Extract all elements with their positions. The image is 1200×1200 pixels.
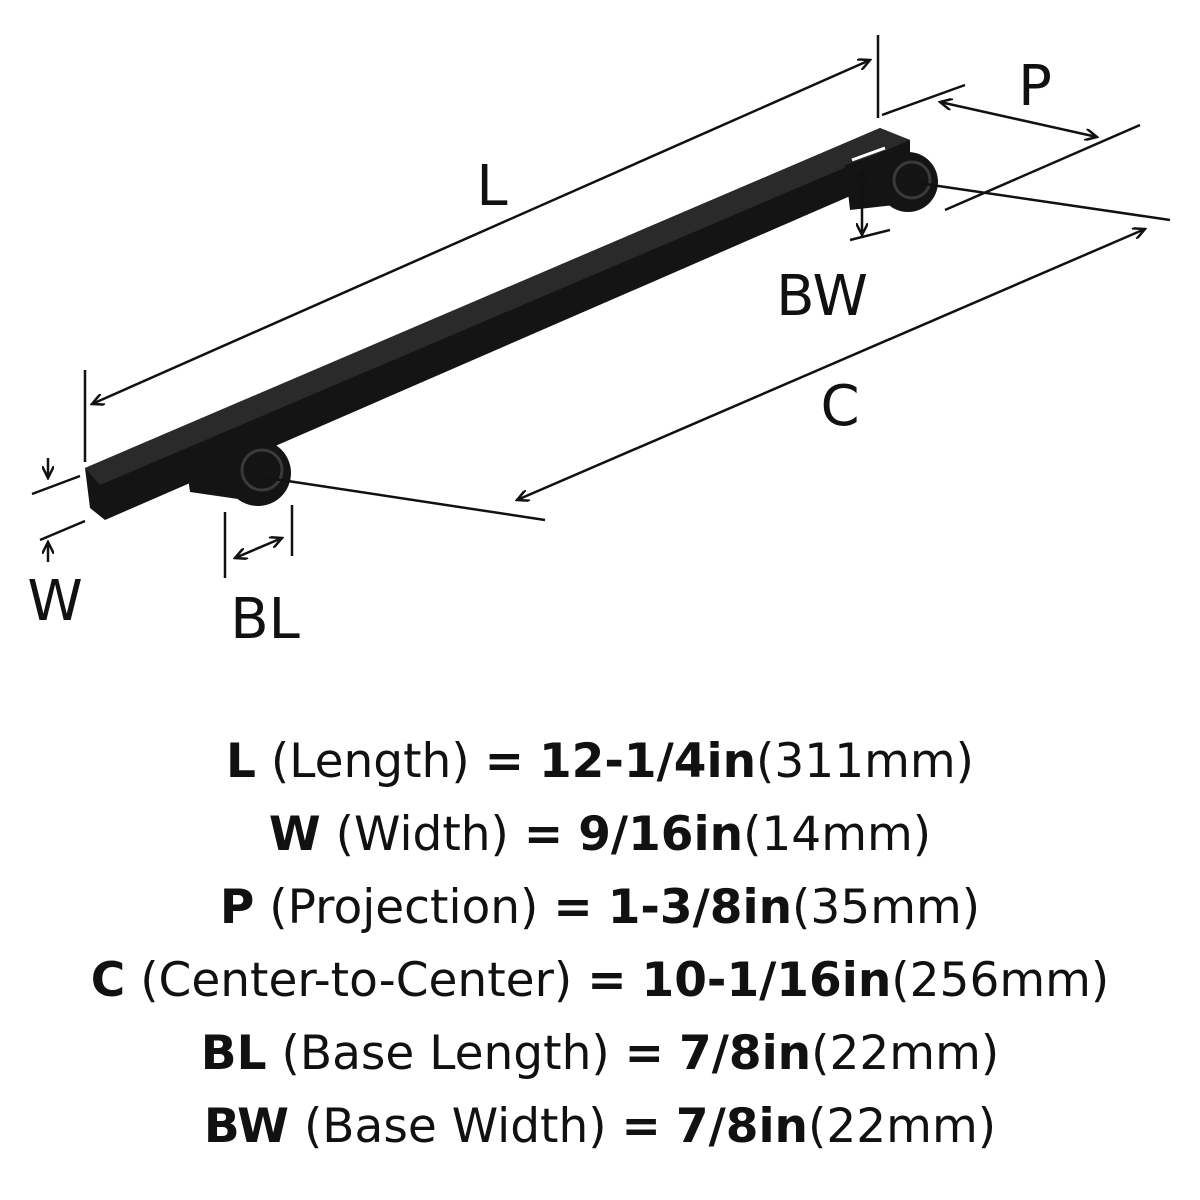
spec-metric: (22mm) — [811, 1026, 1000, 1081]
spec-name: (Base Length) — [281, 1026, 610, 1081]
spec-code: P — [219, 880, 255, 935]
spec-code: BL — [200, 1026, 267, 1081]
spec-base-width: BW (Base Width) = 7/8in(22mm) — [0, 1090, 1200, 1163]
spec-eq: = — [553, 880, 593, 935]
spec-code: L — [225, 734, 256, 789]
spec-center-to-center: C (Center-to-Center) = 10-1/16in(256mm) — [0, 944, 1200, 1017]
label-bw: BW — [776, 264, 868, 329]
spec-imperial: 7/8in — [679, 1026, 812, 1081]
length-dimension: L — [83, 35, 880, 462]
label-l: L — [476, 154, 507, 219]
label-p: P — [1018, 54, 1052, 119]
projection-dimension: P — [881, 54, 1141, 212]
spec-imperial: 9/16in — [578, 807, 744, 862]
spec-imperial: 12-1/4in — [538, 734, 757, 789]
spec-eq: = — [587, 953, 627, 1008]
spec-name: (Projection) — [269, 880, 539, 935]
spec-code: BW — [203, 1099, 290, 1154]
dimension-diagram: L P BW C W BL — [27, 35, 1171, 652]
label-c: C — [820, 374, 859, 439]
base-length-dimension: BL — [223, 505, 300, 652]
spec-eq: = — [523, 807, 564, 862]
spec-width: W (Width) = 9/16in(14mm) — [0, 798, 1200, 871]
spec-base-length: BL (Base Length) = 7/8in(22mm) — [0, 1017, 1200, 1090]
spec-eq: = — [624, 1026, 665, 1081]
label-bl: BL — [230, 587, 300, 652]
spec-projection: P (Projection) = 1-3/8in(35mm) — [0, 871, 1200, 944]
spec-name: (Width) — [335, 807, 509, 862]
spec-name: (Center-to-Center) — [140, 953, 573, 1008]
specifications-list: L (Length) = 12-1/4in(311mm) W (Width) =… — [0, 725, 1200, 1163]
center-to-center-dimension: C — [267, 181, 1171, 522]
label-w: W — [27, 569, 82, 634]
spec-code: W — [268, 807, 321, 862]
spec-eq: = — [484, 734, 525, 789]
spec-code: C — [90, 953, 126, 1008]
spec-eq: = — [621, 1099, 661, 1154]
spec-name: (Base Width) — [303, 1099, 607, 1154]
spec-metric: (256mm) — [891, 953, 1110, 1008]
width-dimension: W — [27, 458, 86, 634]
spec-imperial: 1-3/8in — [607, 880, 793, 935]
spec-metric: (22mm) — [808, 1099, 997, 1154]
spec-metric: (14mm) — [743, 807, 932, 862]
spec-length: L (Length) = 12-1/4in(311mm) — [0, 725, 1200, 798]
spec-imperial: 7/8in — [675, 1099, 809, 1154]
spec-metric: (35mm) — [792, 880, 981, 935]
spec-imperial: 10-1/16in — [641, 953, 892, 1008]
spec-name: (Length) — [270, 734, 470, 789]
spec-metric: (311mm) — [756, 734, 974, 789]
